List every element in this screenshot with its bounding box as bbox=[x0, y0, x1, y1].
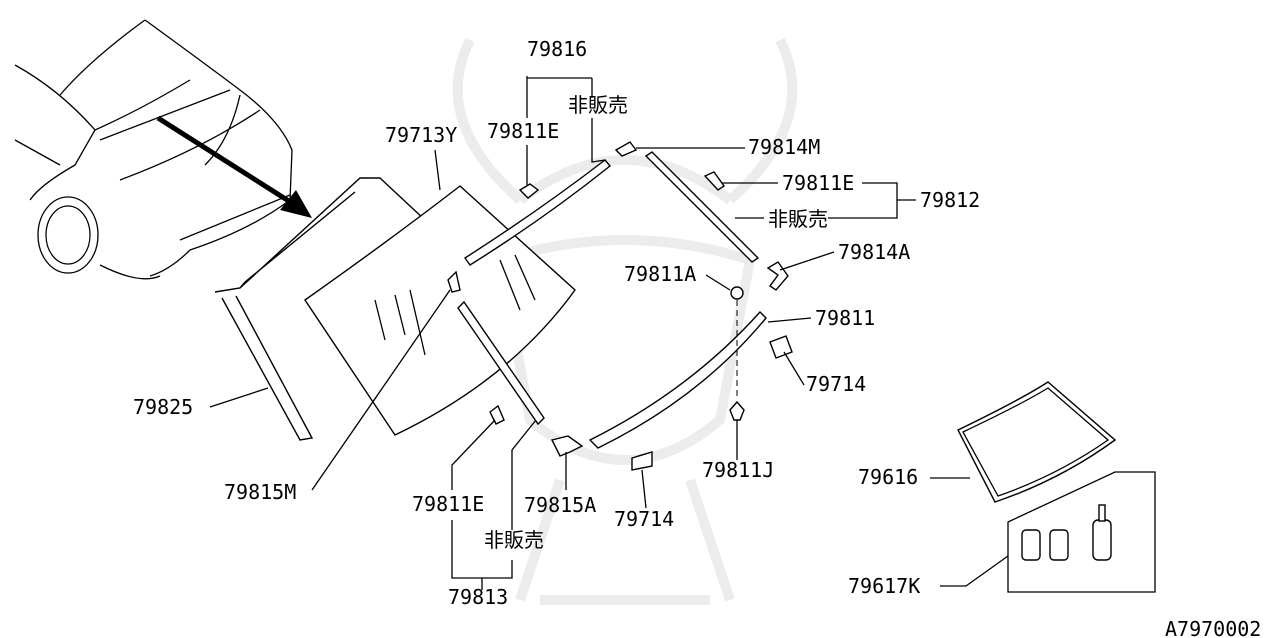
part-79713Y-glass[interactable] bbox=[304, 185, 576, 436]
label-79811E-bottom: 79811E bbox=[412, 492, 484, 516]
label-79811J: 79811J bbox=[702, 458, 774, 482]
part-79811A-clip[interactable] bbox=[730, 286, 744, 300]
label-79814M: 79814M bbox=[748, 135, 820, 159]
part-79811-lower-molding[interactable] bbox=[588, 310, 767, 449]
part-79617K-kit[interactable] bbox=[1007, 471, 1156, 593]
label-non-sale-top: 非販売 bbox=[568, 93, 628, 117]
part-79815M-corner[interactable] bbox=[447, 270, 461, 293]
label-non-sale-right: 非販売 bbox=[768, 207, 828, 231]
leader-lines bbox=[209, 76, 1009, 590]
label-79812: 79812 bbox=[920, 188, 980, 212]
part-79811E-molding-right[interactable] bbox=[644, 151, 760, 263]
car-rear-illustration bbox=[14, 19, 293, 280]
label-79811: 79811 bbox=[815, 306, 875, 330]
part-79815A-corner[interactable] bbox=[550, 435, 584, 457]
label-79811E-right: 79811E bbox=[782, 171, 854, 195]
part-79714-clip-right[interactable] bbox=[769, 335, 793, 359]
part-79811E-clip-bottom[interactable] bbox=[489, 404, 505, 425]
label-79811E-top: 79811E bbox=[487, 119, 559, 143]
diagram-id: A7970002 bbox=[1165, 617, 1261, 638]
part-79616-seal[interactable] bbox=[957, 381, 1117, 503]
label-79813: 79813 bbox=[448, 585, 508, 609]
label-79616: 79616 bbox=[858, 465, 918, 489]
label-79815M: 79815M bbox=[224, 480, 296, 504]
label-79713Y: 79713Y bbox=[385, 123, 457, 147]
part-79811J-clip[interactable] bbox=[729, 400, 745, 421]
part-79814M-corner[interactable] bbox=[614, 141, 638, 157]
part-79714-clip-bottom[interactable] bbox=[631, 451, 653, 471]
part-79811E-molding-top[interactable] bbox=[464, 159, 611, 266]
label-79617K: 79617K bbox=[848, 574, 920, 598]
part-79811E-clip-right[interactable] bbox=[703, 171, 725, 191]
label-79811A: 79811A bbox=[624, 262, 696, 286]
label-non-sale-bottom: 非販売 bbox=[484, 528, 544, 552]
part-79811E-molding-left[interactable] bbox=[457, 300, 545, 426]
part-79814A-corner[interactable] bbox=[766, 261, 789, 291]
part-79811E-clip-top[interactable] bbox=[518, 183, 540, 199]
label-79714-bottom: 79714 bbox=[614, 507, 674, 531]
label-79814A: 79814A bbox=[838, 240, 910, 264]
direction-arrow bbox=[156, 115, 312, 218]
label-79714-right: 79714 bbox=[806, 372, 866, 396]
label-79816: 79816 bbox=[527, 37, 587, 61]
label-79815A: 79815A bbox=[524, 493, 596, 517]
label-79825: 79825 bbox=[133, 395, 193, 419]
